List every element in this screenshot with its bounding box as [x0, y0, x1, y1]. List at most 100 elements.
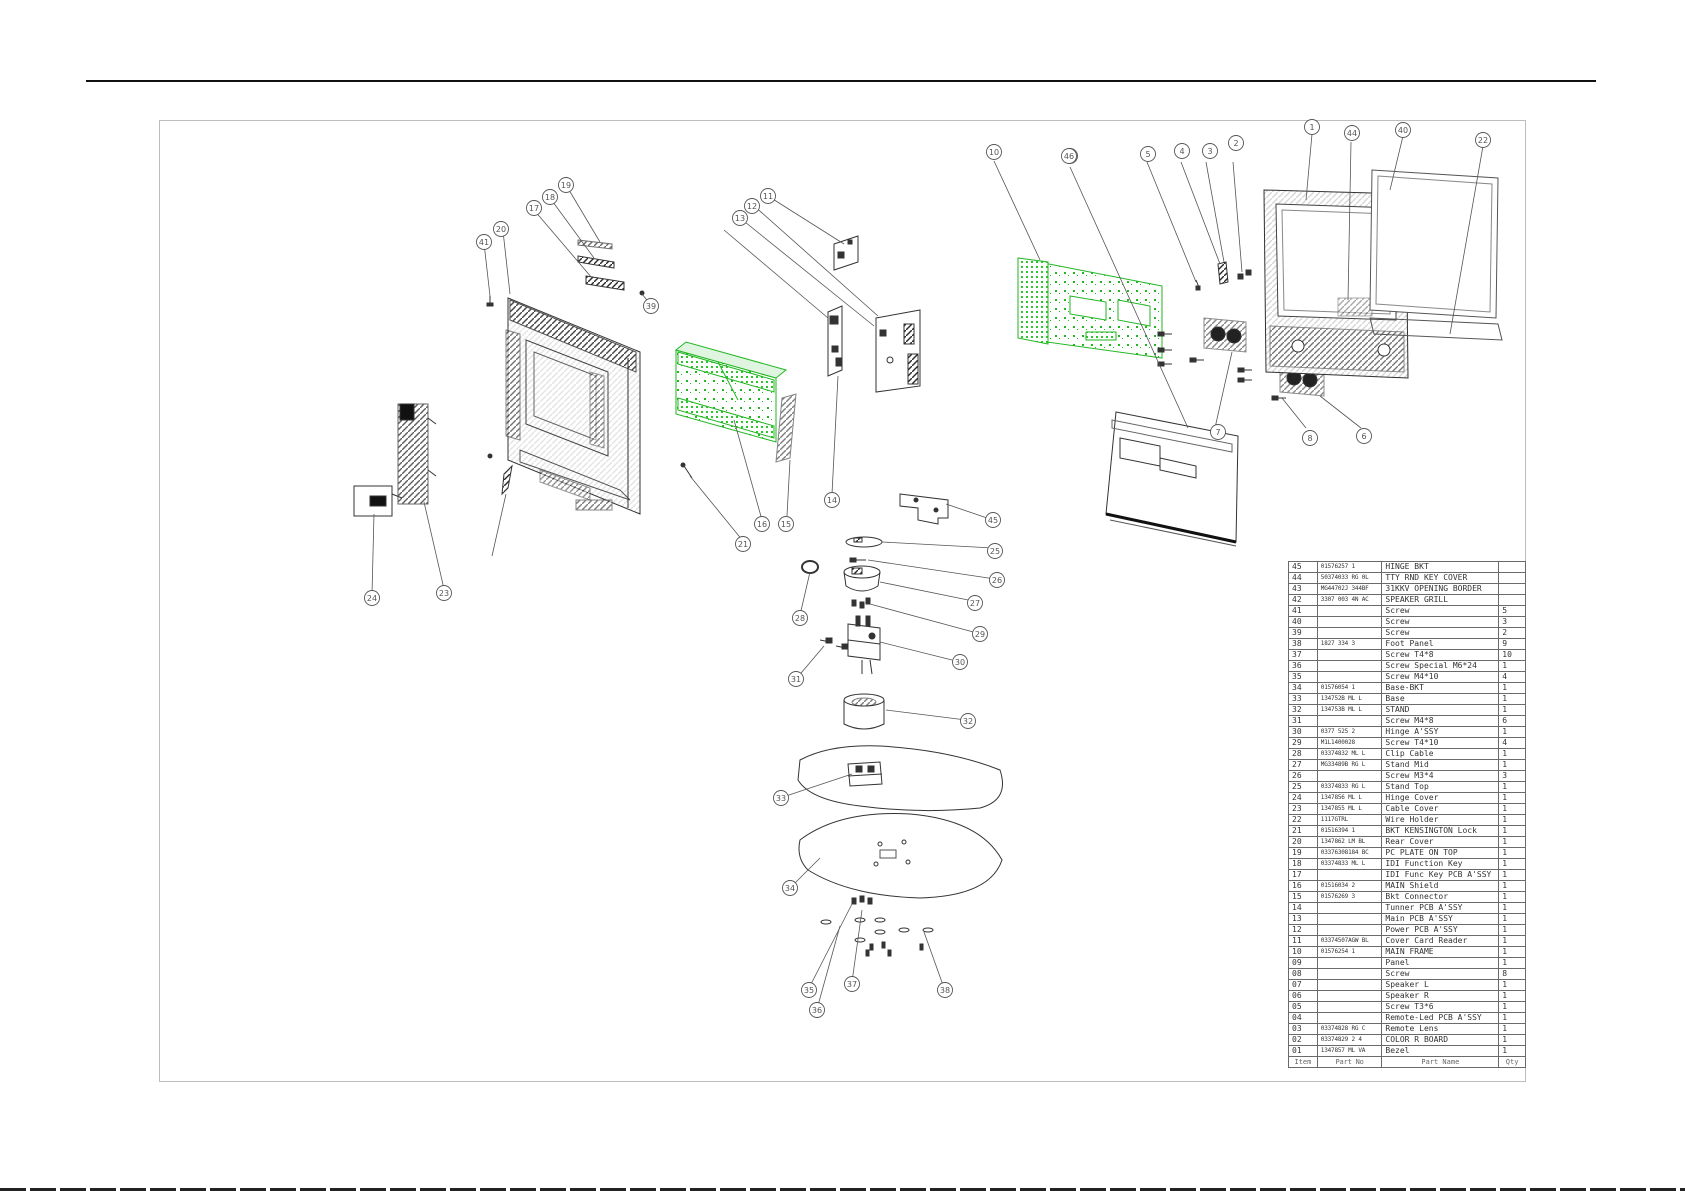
callout-label: 11: [763, 192, 773, 201]
callout-circle: [986, 144, 1002, 160]
callout-30: 30: [952, 654, 968, 670]
bom-header-cell: Part No: [1316, 1056, 1383, 1068]
callout-40: 40: [1395, 122, 1411, 138]
callout-46: 46: [1061, 148, 1077, 164]
callout-circle: [476, 234, 492, 250]
callout-label: 25: [990, 547, 1000, 556]
bom-header-cell: Part Name: [1381, 1056, 1500, 1068]
bom-item: 13: [1288, 913, 1318, 925]
power-pcb: [875, 309, 921, 393]
callout-45: 45: [985, 512, 1001, 528]
bom-item: 04: [1288, 1012, 1318, 1024]
bom-item: 38: [1288, 638, 1318, 650]
bom-part-no: [1316, 869, 1383, 881]
bom-qty: 1: [1498, 693, 1526, 705]
callout-label: 21: [738, 540, 748, 549]
bom-qty: 8: [1498, 968, 1526, 980]
bom-part-no: [1316, 770, 1383, 782]
kensington-bkt: [680, 462, 693, 479]
bom-part-no: [1316, 957, 1383, 969]
callout-6: 6: [1356, 428, 1372, 444]
bom-part-no: 03374833 ML L: [1316, 858, 1383, 870]
callout-label: 39: [646, 302, 656, 311]
bom-part-no: 1347857 ML VA: [1316, 1045, 1383, 1057]
bom-part-name: STAND: [1381, 704, 1500, 716]
callout-14: 14: [824, 492, 840, 508]
callout-22: 22: [1475, 132, 1491, 148]
callout-28: 28: [792, 610, 808, 626]
callout-17: 17: [526, 200, 542, 216]
callout-label: 2: [1233, 139, 1238, 148]
callout-11: 11: [760, 188, 776, 204]
bom-item: 03: [1288, 1023, 1318, 1035]
bom-part-name: Base-BKT: [1381, 682, 1500, 694]
bom-part-no: 134753B ML L: [1316, 704, 1383, 716]
callout-layer: 1234567891011121314151617181920212223242…: [364, 119, 1491, 1018]
function-key-parts: [577, 239, 645, 296]
bom-qty: 1: [1498, 1034, 1526, 1046]
opening-border: [1369, 169, 1503, 341]
callout-label: 18: [545, 193, 555, 202]
bom-item: 45: [1288, 561, 1318, 573]
callout-26: 26: [989, 572, 1005, 588]
cover-card-reader: [833, 235, 859, 271]
callout-38: 38: [937, 982, 953, 998]
header-rule: [86, 80, 1596, 82]
bom-part-name: Rear Cover: [1381, 836, 1500, 848]
bom-part-no: 134752B ML L: [1316, 693, 1383, 705]
bom-qty: 1: [1498, 957, 1526, 969]
callout-circle: [778, 516, 794, 532]
bom-part-no: M1L1400028: [1316, 737, 1383, 749]
bom-item: 41: [1288, 605, 1318, 617]
callout-31: 31: [788, 671, 804, 687]
bom-part-name: Screw T4*8: [1381, 649, 1500, 661]
bom-part-no: [1316, 902, 1383, 914]
hinge-bkt: [899, 493, 949, 525]
bom-qty: 1: [1498, 902, 1526, 914]
bom-part-name: Clip Cable: [1381, 748, 1500, 760]
callout-circle: [1344, 125, 1360, 141]
bom-part-name: Screw Special M6*24: [1381, 660, 1500, 672]
bom-item: 10: [1288, 946, 1318, 958]
callout-circle: [844, 976, 860, 992]
bom-part-name: Cable Cover: [1381, 803, 1500, 815]
callout-circle: [558, 177, 574, 193]
callout-circle: [1356, 428, 1372, 444]
bom-part-name: Stand Top: [1381, 781, 1500, 793]
bom-item: 35: [1288, 671, 1318, 683]
bom-part-name: Wire Holder: [1381, 814, 1500, 826]
bom-part-no: 0377 525 2: [1316, 726, 1383, 738]
callout-circle: [809, 1002, 825, 1018]
base: [797, 745, 1003, 812]
callout-circle: [760, 188, 776, 204]
bom-item: 40: [1288, 616, 1318, 628]
hinge-cover: [353, 485, 403, 517]
callout-label: 1: [1309, 123, 1314, 132]
bom-item: 23: [1288, 803, 1318, 815]
callout-label: 24: [367, 594, 377, 603]
bom-item: 02: [1288, 1034, 1318, 1046]
callout-circle: [1210, 424, 1226, 440]
bom-part-name: 31KKV OPENING BORDER: [1381, 583, 1500, 595]
bom-qty: 10: [1498, 649, 1526, 661]
bom-item: 09: [1288, 957, 1318, 969]
bom-qty: 1: [1498, 1001, 1526, 1013]
bom-qty: 1: [1498, 704, 1526, 716]
bom-part-no: 1827 334 3: [1316, 638, 1383, 650]
bom-qty: 1: [1498, 1012, 1526, 1024]
callout-24: 24: [364, 590, 380, 606]
bom-part-name: Screw: [1381, 616, 1500, 628]
callout-label: 34: [785, 884, 795, 893]
callout-circle: [754, 516, 770, 532]
callout-circle: [972, 626, 988, 642]
